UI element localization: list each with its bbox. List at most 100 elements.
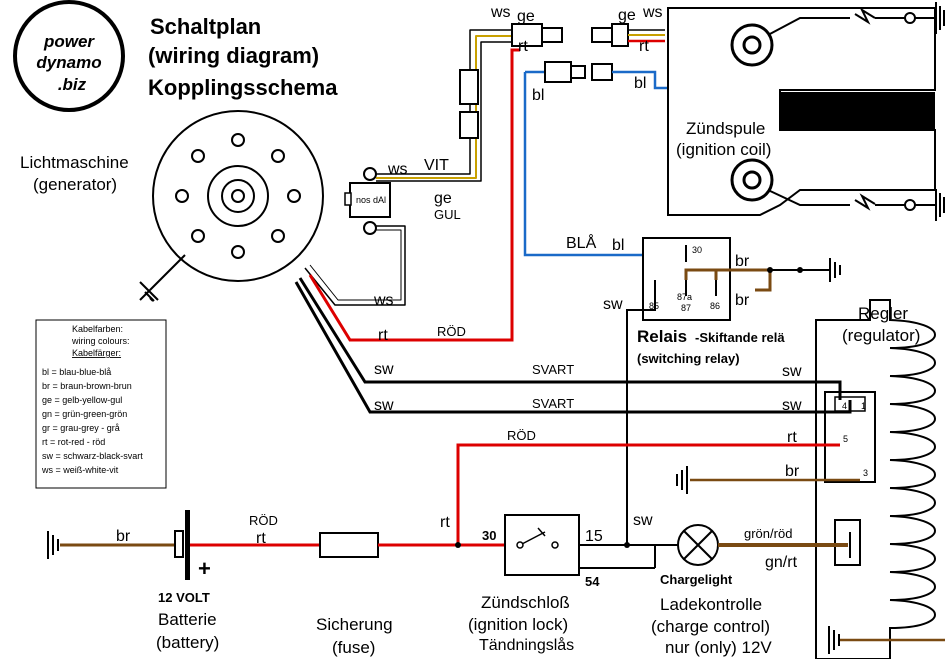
gen-ws2: ws	[373, 292, 394, 309]
top-bl: bl	[532, 87, 544, 104]
relay-pin87a: 87a	[677, 292, 692, 302]
legend-title3: Kabelfärger:	[72, 348, 121, 358]
right-bl: bl	[634, 75, 646, 92]
gen-ge: ge	[434, 190, 452, 207]
reg-rt: rt	[787, 429, 797, 446]
reg-p5: 5	[843, 434, 848, 444]
legend-item: sw = schwarz-black-svart	[42, 451, 143, 461]
regulator-name: Regler	[858, 304, 908, 323]
gen-vit: VIT	[424, 157, 449, 174]
top-ge: ge	[517, 8, 535, 25]
reg-p1: 1	[861, 401, 866, 411]
lock-sw: sw	[633, 512, 653, 529]
title-line3: Kopplingsschema	[148, 75, 338, 100]
lock-p54: 54	[585, 574, 600, 589]
wire-svart1: SVART	[532, 362, 574, 377]
logo: power dynamo .biz	[13, 0, 125, 112]
charge-light	[677, 524, 945, 654]
wire-sw1: sw	[374, 361, 394, 378]
relay-name: Relais	[637, 327, 687, 346]
fuse-rod: RÖD	[249, 513, 278, 528]
lock-en: (ignition lock)	[468, 615, 568, 634]
relay-pin87: 87	[681, 303, 691, 313]
legend-title2: wiring colours:	[71, 336, 130, 346]
generator-en: (generator)	[33, 175, 117, 194]
fuse-en: (fuse)	[332, 638, 375, 657]
switching-relay	[642, 237, 841, 321]
connector-a	[459, 69, 479, 105]
relay-pin30: 30	[692, 245, 702, 255]
battery	[47, 510, 320, 580]
legend-item: ge = gelb-yellow-gul	[42, 395, 122, 405]
logo-line2: dynamo	[36, 53, 101, 72]
relay-sv: -Skiftande relä	[695, 330, 785, 345]
relay-sw: sw	[603, 296, 623, 313]
battery-plus: +	[198, 556, 211, 581]
right-ge: ge	[618, 7, 636, 24]
wire-color-legend	[35, 319, 167, 489]
chargelight-name: Ladekontrolle	[660, 595, 762, 614]
fuse-name: Sicherung	[316, 615, 393, 634]
wire-rod: RÖD	[507, 428, 536, 443]
reg-p3: 3	[863, 468, 868, 478]
top-ws: ws	[490, 4, 511, 21]
legend-title1: Kabelfarben:	[72, 324, 123, 334]
chargelight-en: (charge control)	[651, 617, 770, 636]
battery-name: Batterie	[158, 610, 217, 629]
battery-volt: 12 VOLT	[158, 590, 210, 605]
reg-sw2: sw	[782, 397, 802, 414]
relay-en: (switching relay)	[637, 351, 740, 366]
reg-br: br	[785, 463, 800, 480]
legend-item: gr = grau-grey - grå	[42, 423, 120, 433]
chargelight-label: Chargelight	[660, 572, 733, 587]
legend-item: br = braun-brown-brun	[42, 381, 132, 391]
gen-rt: rt	[378, 327, 388, 344]
reg-sw1: sw	[782, 363, 802, 380]
gen-ws: ws	[387, 161, 408, 178]
relay-pin86: 86	[710, 301, 720, 311]
coil-en: (ignition coil)	[676, 140, 771, 159]
relay-bla: BLÅ	[566, 233, 597, 252]
lock-p30: 30	[482, 528, 496, 543]
relay-bl: bl	[612, 237, 624, 254]
right-rt: rt	[639, 38, 649, 55]
top-connector	[511, 23, 629, 83]
chargelight-note: nur (only) 12V	[665, 638, 772, 657]
legend-item: bl = blau-blue-blå	[42, 367, 111, 377]
gen-rod: RÖD	[437, 324, 466, 339]
fuse-rt: rt	[256, 530, 266, 547]
wire-svart2: SVART	[532, 396, 574, 411]
title-line1: Schaltplan	[150, 14, 261, 39]
coil-name: Zündspule	[686, 119, 765, 138]
lock-p15: 15	[585, 528, 603, 545]
relay-br1: br	[735, 253, 750, 270]
battery-en: (battery)	[156, 633, 219, 652]
lock-rt: rt	[440, 514, 450, 531]
top-rt: rt	[518, 38, 528, 55]
legend-item: rt = rot-red - röd	[42, 437, 105, 447]
lock-name: Zündschloß	[481, 593, 570, 612]
connector-b	[459, 111, 479, 139]
chargelight-gnrt: gn/rt	[765, 554, 798, 571]
legend-item: gn = grün-green-grön	[42, 409, 127, 419]
logo-line3: .biz	[58, 75, 87, 94]
legend-item: ws = weiß-white-vit	[41, 465, 119, 475]
reg-p4: 4	[842, 401, 847, 411]
logo-line1: power	[43, 32, 95, 51]
ignition-coil	[667, 2, 945, 221]
generator-module: nos dAl	[344, 167, 391, 235]
wire-sw2: sw	[374, 397, 394, 414]
module-label: nos dAl	[356, 195, 386, 205]
lock-sv: Tändningslås	[479, 636, 574, 654]
battery-br: br	[116, 528, 131, 545]
gen-gul: GUL	[434, 207, 461, 222]
ignition-lock	[504, 514, 680, 576]
regulator	[815, 299, 936, 659]
relay-br2: br	[735, 292, 750, 309]
generator	[139, 110, 324, 302]
fuse	[319, 532, 505, 558]
chargelight-gronrod: grön/röd	[744, 526, 792, 541]
right-ws: ws	[642, 4, 663, 21]
generator-name: Lichtmaschine	[20, 153, 129, 172]
